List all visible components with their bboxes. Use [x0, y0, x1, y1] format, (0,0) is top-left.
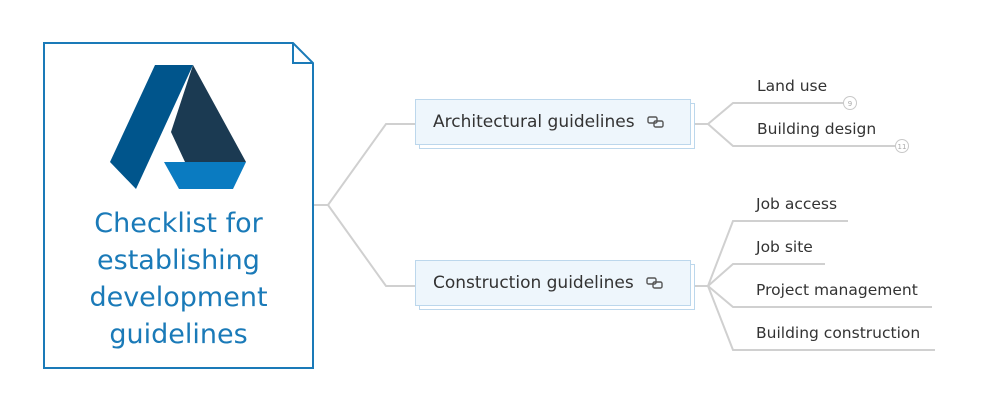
document-frame	[43, 42, 314, 369]
leaf-topic-job-site[interactable]: Job site	[756, 238, 813, 256]
root-title-line: development	[89, 282, 268, 313]
root-title-line: Checklist for	[94, 208, 263, 239]
root-title-line: guidelines	[109, 319, 248, 350]
subtopic-count-badge[interactable]: 9	[843, 96, 857, 110]
branch-architectural-guidelines[interactable]: Architectural guidelines	[415, 99, 691, 145]
link-icon[interactable]	[646, 116, 665, 128]
branch-label: Construction guidelines	[433, 273, 634, 293]
leaf-topic-building-design[interactable]: Building design	[757, 120, 877, 138]
leaf-topic-building-construction[interactable]: Building construction	[756, 324, 921, 342]
company-logo-icon	[110, 65, 246, 189]
root-title-line: establishing	[97, 245, 260, 276]
leaf-topic-land-use[interactable]: Land use	[757, 77, 828, 95]
root-topic-node[interactable]: Checklist for establishing development g…	[43, 42, 314, 369]
leaf-topic-project-management[interactable]: Project management	[756, 281, 918, 299]
branch-construction-guidelines[interactable]: Construction guidelines	[415, 260, 691, 306]
leaf-topic-job-access[interactable]: Job access	[756, 195, 838, 213]
link-icon[interactable]	[646, 277, 664, 289]
subtopic-count-badge[interactable]: 11	[895, 139, 909, 153]
root-topic-title: Checklist for establishing development g…	[43, 205, 314, 353]
branch-label: Architectural guidelines	[433, 112, 635, 132]
